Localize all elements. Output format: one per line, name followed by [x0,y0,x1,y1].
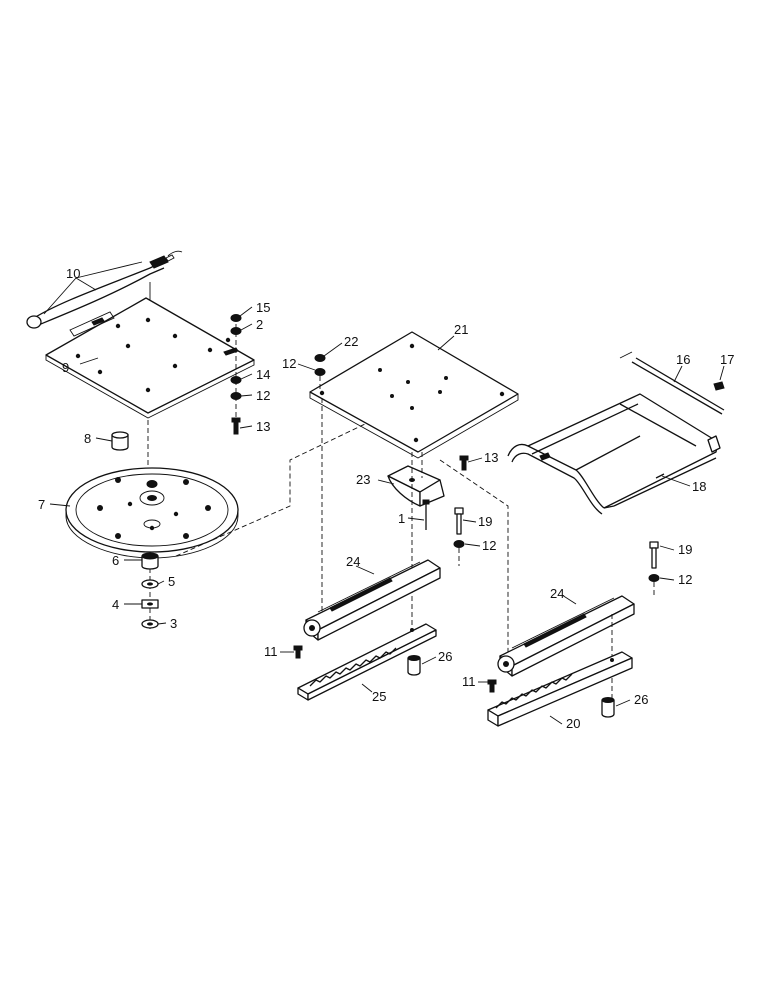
callout-11: 11 [462,674,476,689]
seat-plate-21 [309,331,519,459]
callout-12: 12 [282,356,296,371]
callout-11: 11 [264,644,278,659]
callout-18: 18 [692,479,706,494]
callout-5: 5 [168,574,175,589]
callout-15: 15 [256,300,270,315]
callout-4: 4 [112,597,119,612]
washer-stack-center [314,354,326,392]
disc-hardware [141,552,159,632]
bracket-23 [387,452,445,530]
callout-12: 12 [482,538,496,553]
callout-24: 24 [550,586,564,601]
callout-17: 17 [720,352,734,367]
callout-labels: 10 9 15 2 14 12 13 8 7 6 5 4 3 22 12 21 … [38,266,734,731]
slide-rail-24-left [303,559,441,641]
callout-20: 20 [566,716,580,731]
screw-13-center [459,455,469,471]
spacer-26-left [407,655,421,676]
callout-23: 23 [356,472,370,487]
callout-25: 25 [372,689,386,704]
callout-22: 22 [344,334,358,349]
callout-26: 26 [438,649,452,664]
hardware-stack-left [230,314,242,435]
callout-3: 3 [170,616,177,631]
callout-16: 16 [676,352,690,367]
callout-6: 6 [112,553,119,568]
callout-24: 24 [346,554,360,569]
bolt-19-center [453,507,465,566]
callout-7: 7 [38,497,45,512]
callout-12: 12 [678,572,692,587]
screw-11-right [487,679,497,693]
rod-16 [619,351,725,415]
callout-13: 13 [256,419,270,434]
callout-26: 26 [634,692,648,707]
assembly-path-line [175,411,391,557]
callout-13: 13 [484,450,498,465]
rubber-foot-8 [111,431,129,451]
rack-25 [297,623,437,701]
slide-rail-24-right [497,595,635,700]
spacer-26-right [601,697,615,718]
callout-21: 21 [454,322,468,337]
frame-18 [507,393,721,515]
callout-12: 12 [256,388,270,403]
lever-assembly [26,250,183,329]
callout-10: 10 [66,266,80,281]
callout-19: 19 [678,542,692,557]
rack-20 [487,651,633,727]
callout-14: 14 [256,367,270,382]
bolt-19-right [648,541,660,598]
seat-plate-9 [45,297,255,419]
screw-11-left [293,645,303,659]
callout-1: 1 [398,511,405,526]
callout-8: 8 [84,431,91,446]
swivel-disc-7 [65,467,239,559]
callout-2: 2 [256,317,263,332]
callout-19: 19 [478,514,492,529]
leader-lines [43,261,725,725]
callout-9: 9 [62,360,69,375]
